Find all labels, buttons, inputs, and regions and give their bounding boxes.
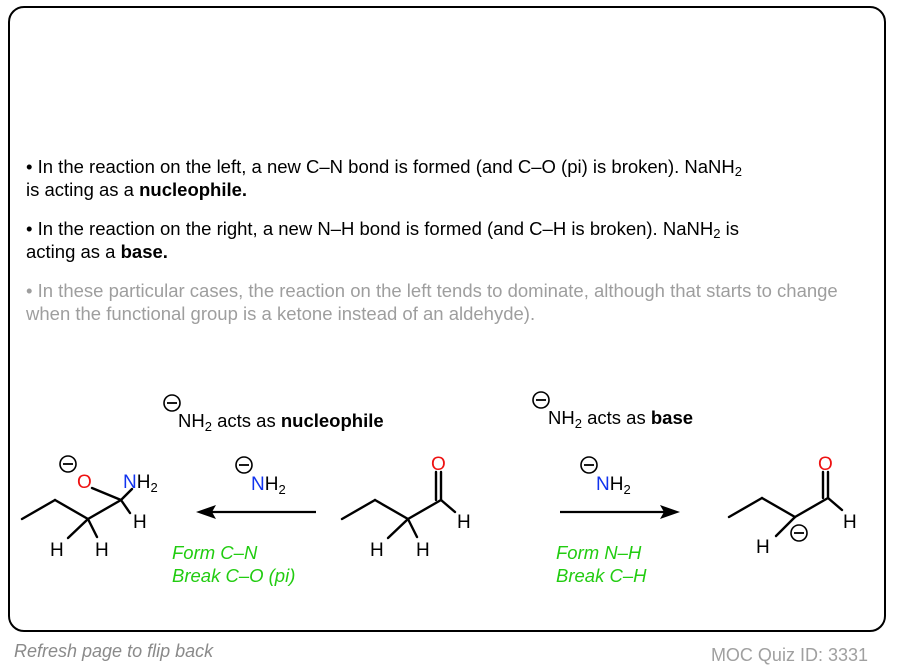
bullet-2-bold: base. bbox=[120, 241, 168, 262]
left-label-form: Form C–N bbox=[172, 542, 258, 563]
refresh-hint: Refresh page to flip back bbox=[14, 641, 214, 661]
starting-aldehyde-labels: O H H H bbox=[370, 454, 471, 561]
minus-charge-icon bbox=[59, 455, 77, 473]
left-product-molecule bbox=[20, 486, 134, 540]
bond bbox=[20, 498, 57, 521]
bond-c-h bbox=[406, 517, 419, 539]
right-header: NH2 acts as base bbox=[532, 391, 693, 431]
right-reagent: NH2 bbox=[596, 474, 631, 497]
right-reaction-arrow: NH2 Form N–H Break C–H bbox=[556, 456, 680, 586]
starting-aldehyde-molecule bbox=[340, 470, 457, 540]
bond-c-o bbox=[90, 486, 123, 502]
left-label-break: Break C–O (pi) bbox=[172, 565, 295, 586]
atom-oxygen: O bbox=[818, 454, 833, 475]
quiz-id: MOC Quiz ID: 3331 bbox=[710, 645, 868, 665]
atom-hydrogen: H bbox=[843, 512, 857, 533]
atom-hydrogen: H bbox=[756, 537, 770, 558]
right-label-form: Form N–H bbox=[556, 542, 642, 563]
minus-charge-icon bbox=[580, 456, 598, 474]
atom-hydrogen: H bbox=[416, 540, 430, 561]
bond-c-h bbox=[774, 515, 797, 538]
bond-c-h bbox=[86, 517, 99, 539]
minus-charge-icon bbox=[790, 524, 808, 542]
bullet-dominance-note: • In these particular cases, the reactio… bbox=[26, 280, 838, 324]
bond bbox=[340, 498, 377, 521]
atom-hydrogen: H bbox=[457, 512, 471, 533]
left-product-labels: O NH2 H H H bbox=[50, 455, 158, 561]
right-header-text: NH2 acts as base bbox=[548, 407, 693, 431]
bond bbox=[86, 498, 123, 521]
right-label-break: Break C–H bbox=[556, 565, 647, 586]
left-header: NH2 acts as nucleophile bbox=[163, 394, 384, 434]
bond-c-h bbox=[119, 498, 132, 515]
left-header-text: NH2 acts as nucleophile bbox=[178, 410, 384, 434]
bond bbox=[727, 496, 764, 519]
bullet-2-sub: 2 bbox=[713, 226, 721, 241]
bullet-base: • In the reaction on the right, a new N–… bbox=[26, 217, 886, 263]
bullet-1-sub: 2 bbox=[734, 164, 743, 179]
bullet-1-bold: nucleophile. bbox=[139, 179, 248, 200]
atom-oxygen: O bbox=[77, 472, 92, 493]
bullet-2-line2: acting as a bbox=[26, 241, 121, 262]
bond-c-h bbox=[826, 496, 844, 512]
content-card bbox=[8, 6, 886, 632]
atom-hydrogen: H bbox=[370, 540, 384, 561]
bullet-2-after: is bbox=[720, 218, 739, 239]
minus-charge-icon bbox=[532, 391, 550, 409]
atom-oxygen: O bbox=[431, 454, 446, 475]
bond bbox=[406, 498, 443, 521]
bond-c-h bbox=[386, 517, 410, 540]
arrow-head-icon bbox=[660, 505, 680, 519]
left-reaction-arrow: NH2 Form C–N Break C–O (pi) bbox=[172, 456, 316, 586]
atom-hydrogen: H bbox=[95, 540, 109, 561]
bond bbox=[53, 498, 90, 521]
left-reagent: NH2 bbox=[251, 474, 286, 497]
right-product-labels: O H H bbox=[756, 454, 857, 558]
minus-charge-icon bbox=[235, 456, 253, 474]
bond bbox=[760, 496, 797, 519]
minus-charge-icon bbox=[163, 394, 181, 412]
bond bbox=[373, 498, 410, 521]
arrow-head-icon bbox=[196, 505, 216, 519]
bullet-2-text: • In the reaction on the right, a new N–… bbox=[26, 218, 714, 239]
bond-c-h bbox=[439, 498, 457, 514]
bond-c-n bbox=[119, 487, 134, 502]
atom-hydrogen: H bbox=[133, 512, 147, 533]
bullet-nucleophile: • In the reaction on the left, a new C–N… bbox=[26, 155, 886, 201]
bullet-1-line2: is acting as a bbox=[26, 179, 140, 200]
bullet-1-text: • In the reaction on the left, a new C–N… bbox=[26, 156, 735, 177]
atom-nh2: NH2 bbox=[123, 472, 158, 495]
bond-c-h bbox=[66, 517, 90, 540]
atom-hydrogen: H bbox=[50, 540, 64, 561]
bond bbox=[793, 496, 830, 519]
right-product-molecule bbox=[727, 470, 844, 538]
